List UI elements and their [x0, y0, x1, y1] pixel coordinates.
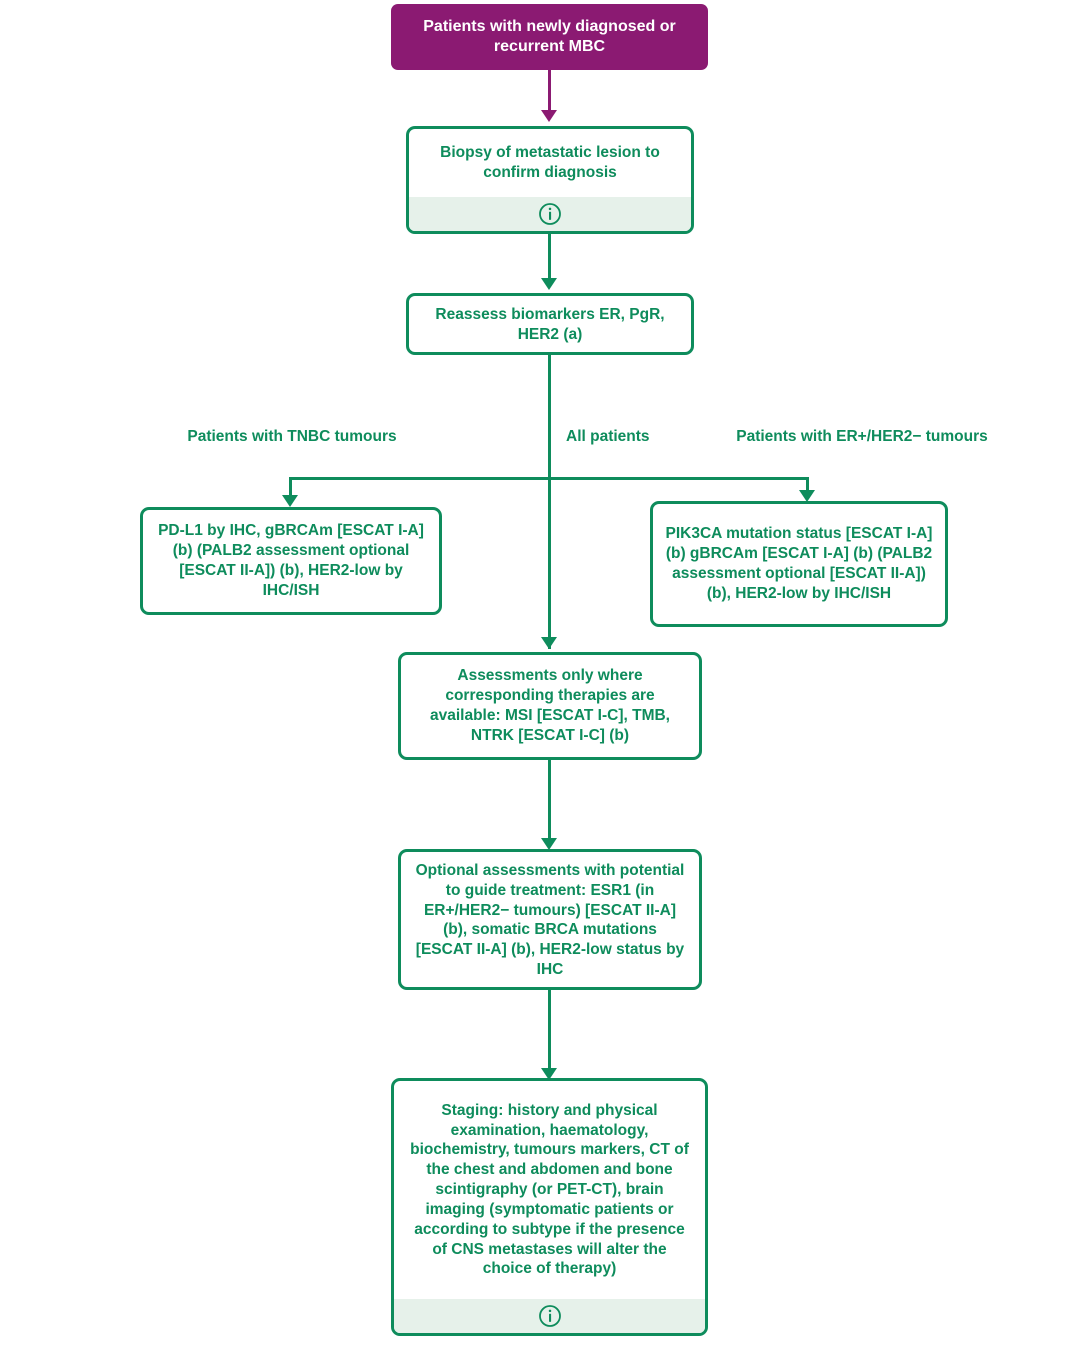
- info-circle-icon[interactable]: [538, 202, 562, 226]
- biopsy-node-text: Biopsy of metastatic lesion to confirm d…: [440, 144, 660, 181]
- staging-node: Staging: history and physical examinatio…: [391, 1078, 708, 1336]
- branch-label-erpos: Patients with ER+/HER2− tumours: [736, 428, 988, 445]
- er-positive-assessments-node-text: PIK3CA mutation status [ESCAT I-A] (b) g…: [665, 525, 933, 602]
- connector-biopsy-to-reassess: [548, 234, 551, 282]
- connector-branch-right-drop: [806, 477, 809, 497]
- reassess-biomarkers-node: Reassess biomarkers ER, PgR, HER2 (a): [406, 293, 694, 355]
- biopsy-info-band[interactable]: [409, 197, 691, 231]
- available-therapies-assessments-node-text: Assessments only where corresponding the…: [430, 667, 670, 744]
- optional-assessments-node: Optional assessments with potential to g…: [398, 849, 702, 990]
- branch-label-tnbc: Patients with TNBC tumours: [187, 428, 397, 445]
- optional-assessments-node-text: Optional assessments with potential to g…: [415, 862, 685, 979]
- available-therapies-assessments-node: Assessments only where corresponding the…: [398, 652, 702, 760]
- staging-node-text: Staging: history and physical examinatio…: [410, 1101, 689, 1278]
- arrowhead-branch-right: [799, 490, 815, 502]
- connector-branch-horizontal: [289, 477, 809, 480]
- arrowhead-available-to-optional: [541, 838, 557, 850]
- arrowhead-trunk-to-available: [541, 637, 557, 649]
- info-circle-icon[interactable]: [538, 1304, 562, 1328]
- tnbc-assessments-node-text: PD-L1 by IHC, gBRCAm [ESCAT I-A] (b) (PA…: [158, 522, 424, 599]
- staging-info-band[interactable]: [394, 1299, 705, 1333]
- arrowhead-optional-to-staging: [541, 1068, 557, 1080]
- patients-mbc-header: Patients with newly diagnosed or recurre…: [391, 4, 708, 70]
- connector-reassess-trunk: [548, 355, 551, 649]
- arrowhead-biopsy-to-reassess: [541, 278, 557, 290]
- branch-label-all: All patients: [566, 428, 650, 445]
- arrowhead-header-to-biopsy: [541, 110, 557, 122]
- connector-available-to-optional: [548, 760, 551, 844]
- patients-mbc-header-text: Patients with newly diagnosed or recurre…: [423, 18, 676, 55]
- reassess-biomarkers-node-text: Reassess biomarkers ER, PgR, HER2 (a): [435, 306, 665, 343]
- connector-header-to-biopsy: [548, 70, 551, 112]
- connector-branch-left-drop: [289, 477, 292, 501]
- tnbc-assessments-node: PD-L1 by IHC, gBRCAm [ESCAT I-A] (b) (PA…: [140, 507, 442, 615]
- er-positive-assessments-node: PIK3CA mutation status [ESCAT I-A] (b) g…: [650, 501, 948, 627]
- arrowhead-branch-left: [282, 495, 298, 507]
- biopsy-node: Biopsy of metastatic lesion to confirm d…: [406, 126, 694, 234]
- connector-optional-to-staging: [548, 990, 551, 1076]
